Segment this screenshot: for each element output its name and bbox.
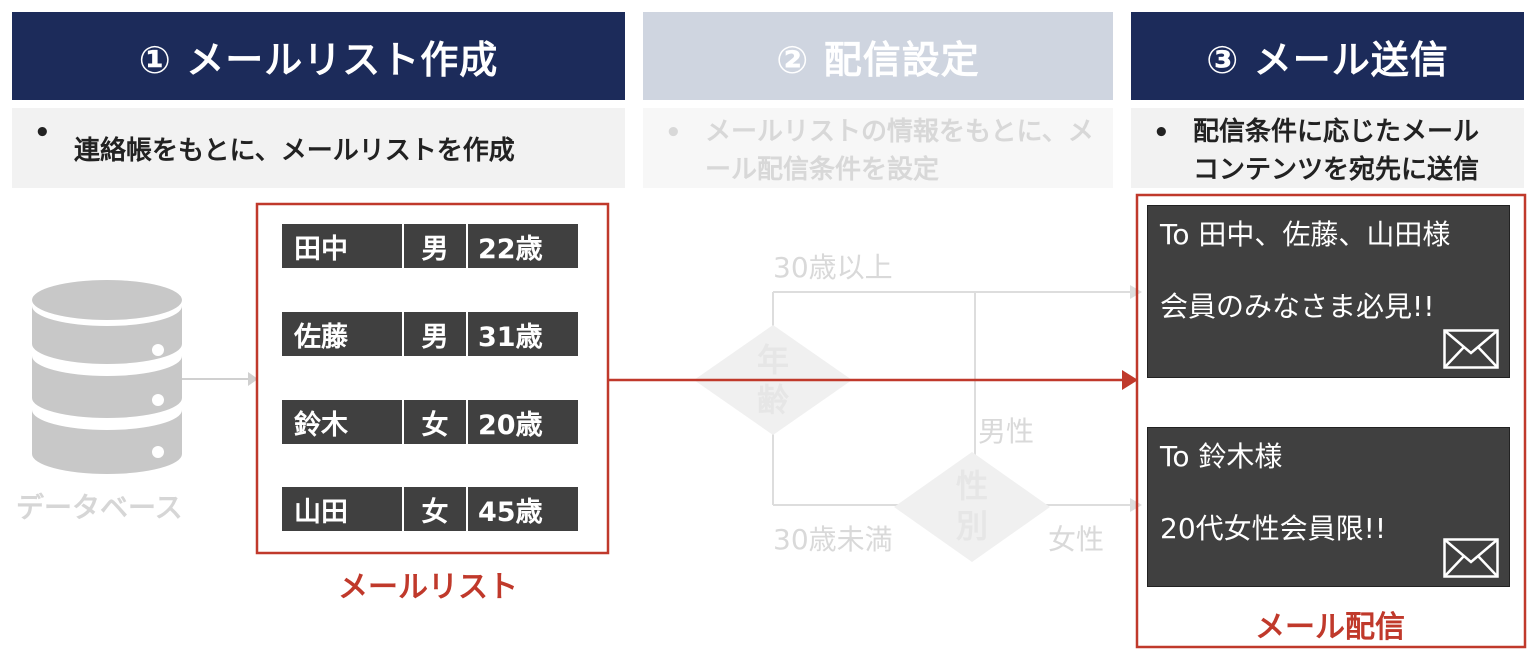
step-2-header: ② 配信設定 bbox=[643, 12, 1113, 100]
step-3-header: ③ メール送信 bbox=[1131, 12, 1524, 100]
gender-node-label: 性 別 bbox=[947, 466, 997, 546]
database-icon bbox=[32, 280, 182, 474]
list-item: 田中 男 22歳 bbox=[282, 224, 578, 268]
gender-node-char-1: 性 bbox=[955, 467, 988, 505]
row-age: 45歳 bbox=[478, 496, 543, 528]
envelope-icon bbox=[1443, 538, 1499, 578]
list-item: 佐藤 男 31歳 bbox=[282, 312, 578, 356]
step-3-desc-line-1: 配信条件に応じたメール bbox=[1193, 117, 1480, 147]
row-age: 31歳 bbox=[478, 321, 543, 353]
mail-body: 20代女性会員限!! bbox=[1160, 512, 1387, 545]
gender-diamond bbox=[894, 452, 1050, 562]
row-age: 22歳 bbox=[478, 233, 543, 265]
step-1-desc-text: 連絡帳をもとに、メールリストを作成 bbox=[74, 136, 515, 166]
delivery-label: メール配信 bbox=[1255, 610, 1405, 645]
step-2-description: • メールリストの情報をもとに、メ ール配信条件を設定 bbox=[643, 108, 1113, 188]
age-node-char-1: 年 bbox=[756, 341, 789, 379]
envelope-icon bbox=[1443, 329, 1499, 369]
row-age: 20歳 bbox=[478, 409, 543, 441]
age-node-char-2: 齢 bbox=[756, 381, 789, 419]
list-item: 山田 女 45歳 bbox=[282, 487, 578, 531]
step-1-title: ① メールリスト作成 bbox=[138, 37, 499, 82]
step-3-desc-text: 配信条件に応じたメール コンテンツを宛先に送信 bbox=[1193, 113, 1479, 189]
step-2-title: ② 配信設定 bbox=[776, 37, 980, 82]
row-gender: 女 bbox=[404, 400, 468, 444]
mail-list-label: メールリスト bbox=[338, 570, 518, 605]
bullet: • bbox=[1153, 118, 1170, 148]
mail-card: To 田中、佐藤、山田様 会員のみなさま必見!! bbox=[1147, 205, 1510, 378]
gender-node-char-2: 別 bbox=[955, 507, 988, 545]
row-name: 山田 bbox=[282, 487, 404, 531]
step-3-desc-line-2: コンテンツを宛先に送信 bbox=[1193, 155, 1480, 185]
main-red-arrowhead bbox=[1122, 370, 1138, 390]
age-under-label: 30歳未満 bbox=[773, 523, 893, 556]
female-label: 女性 bbox=[1048, 523, 1105, 556]
db-to-list-arrowhead bbox=[248, 372, 258, 386]
male-label: 男性 bbox=[978, 415, 1035, 448]
row-gender: 男 bbox=[404, 312, 468, 356]
row-name: 鈴木 bbox=[282, 400, 404, 444]
step-1-header: ① メールリスト作成 bbox=[12, 12, 625, 100]
mail-to: To 田中、佐藤、山田様 bbox=[1160, 218, 1451, 251]
mail-list-frame bbox=[255, 202, 610, 555]
row-name: 佐藤 bbox=[282, 312, 404, 356]
step-2-desc-line-1: メールリストの情報をもとに、メ bbox=[705, 117, 1094, 147]
mail-body: 会員のみなさま必見!! bbox=[1160, 290, 1435, 323]
delivery-frame bbox=[1135, 193, 1527, 649]
step-3-title: ③ メール送信 bbox=[1206, 37, 1449, 82]
bullet: • bbox=[34, 118, 51, 148]
age-node-label: 年 齢 bbox=[748, 340, 798, 420]
mail-to: To 鈴木様 bbox=[1160, 440, 1283, 473]
step-1-description: • 連絡帳をもとに、メールリストを作成 bbox=[12, 108, 625, 188]
step-2-desc-text: メールリストの情報をもとに、メ ール配信条件を設定 bbox=[705, 113, 1094, 189]
step-2-desc-line-2: ール配信条件を設定 bbox=[705, 155, 940, 185]
bullet: • bbox=[665, 118, 682, 148]
row-gender: 女 bbox=[404, 487, 468, 531]
age-over-label: 30歳以上 bbox=[773, 251, 893, 284]
mail-card: To 鈴木様 20代女性会員限!! bbox=[1147, 427, 1510, 587]
row-gender: 男 bbox=[404, 224, 468, 268]
row-name: 田中 bbox=[282, 224, 404, 268]
list-item: 鈴木 女 20歳 bbox=[282, 400, 578, 444]
database-label: データベース bbox=[16, 491, 183, 524]
step-3-description: • 配信条件に応じたメール コンテンツを宛先に送信 bbox=[1131, 108, 1524, 188]
